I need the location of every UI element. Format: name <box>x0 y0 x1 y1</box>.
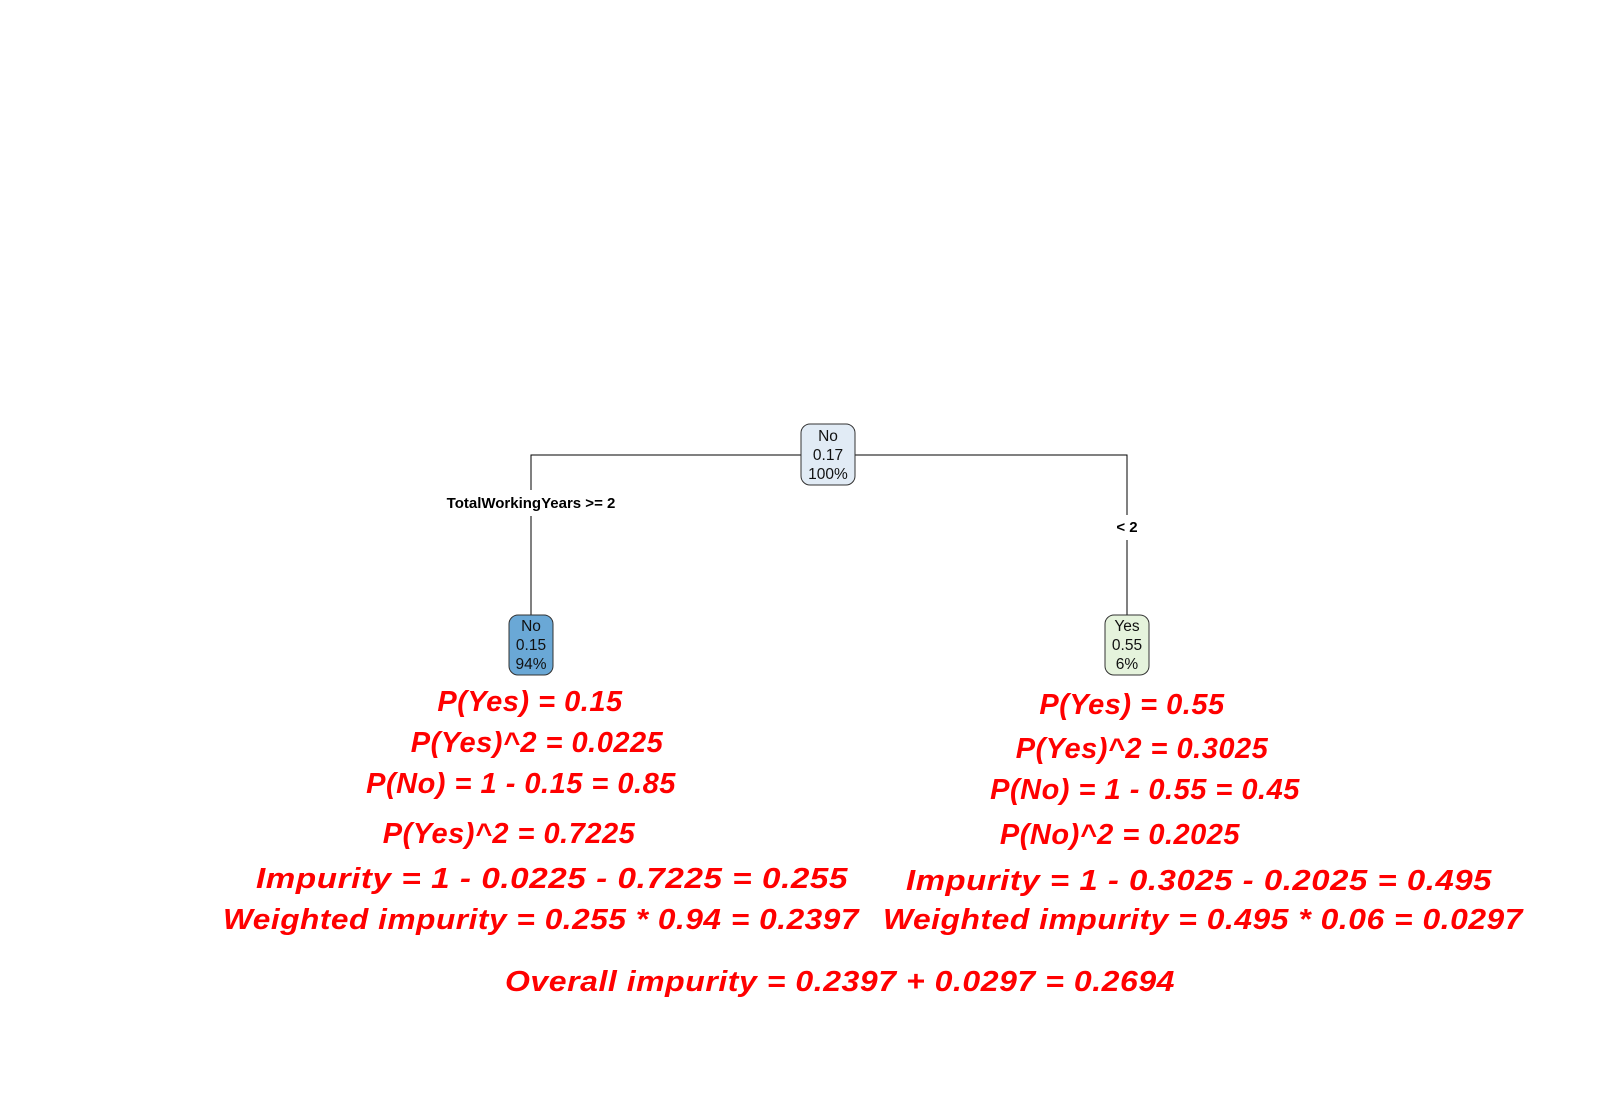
left-p-no-squared: P(Yes)^2 = 0.7225 <box>383 818 636 850</box>
root-node-prob: 0.17 <box>813 447 843 464</box>
left-weighted-impurity: Weighted impurity = 0.255 * 0.94 = 0.239… <box>223 904 860 936</box>
overall-impurity: Overall impurity = 0.2397 + 0.0297 = 0.2… <box>505 966 1175 998</box>
left-leaf-pct: 94% <box>515 656 546 673</box>
root-node-box <box>800 423 856 486</box>
right-calculations: P(Yes) = 0.55 P(Yes)^2 = 0.3025 P(No) = … <box>883 689 1524 936</box>
root-node-class: No <box>818 428 838 445</box>
right-leaf-box <box>1104 614 1150 676</box>
right-p-no-squared: P(No)^2 = 0.2025 <box>1000 819 1240 851</box>
left-p-no: P(No) = 1 - 0.15 = 0.85 <box>366 768 676 800</box>
edge-root-right <box>855 454 1128 515</box>
left-impurity: Impurity = 1 - 0.0225 - 0.7225 = 0.255 <box>256 863 848 895</box>
left-p-yes-squared: P(Yes)^2 = 0.0225 <box>411 727 664 759</box>
left-leaf-class: No <box>521 618 541 635</box>
edge-root-left <box>530 454 801 490</box>
right-weighted-impurity: Weighted impurity = 0.495 * 0.06 = 0.029… <box>883 904 1524 936</box>
split-label-left: TotalWorkingYears >= 2 <box>447 495 616 512</box>
right-leaf-node: Yes 0.55 6% <box>1104 614 1150 676</box>
right-p-no: P(No) = 1 - 0.55 = 0.45 <box>990 774 1300 806</box>
split-label-right: < 2 <box>1116 519 1137 536</box>
root-node: No 0.17 100% <box>800 423 856 486</box>
left-leaf-prob: 0.15 <box>516 637 546 654</box>
tree-edges <box>530 454 1128 615</box>
right-leaf-pct: 6% <box>1116 656 1139 673</box>
right-leaf-prob: 0.55 <box>1112 637 1142 654</box>
right-leaf-class: Yes <box>1114 618 1140 635</box>
right-impurity: Impurity = 1 - 0.3025 - 0.2025 = 0.495 <box>906 865 1492 897</box>
left-calculations: P(Yes) = 0.15 P(Yes)^2 = 0.0225 P(No) = … <box>223 686 860 936</box>
right-p-yes: P(Yes) = 0.55 <box>1039 689 1225 721</box>
left-leaf-node: No 0.15 94% <box>508 614 554 676</box>
right-p-yes-squared: P(Yes)^2 = 0.3025 <box>1016 733 1269 765</box>
left-leaf-box <box>508 614 554 676</box>
left-p-yes: P(Yes) = 0.15 <box>437 686 623 718</box>
root-node-pct: 100% <box>808 466 848 483</box>
